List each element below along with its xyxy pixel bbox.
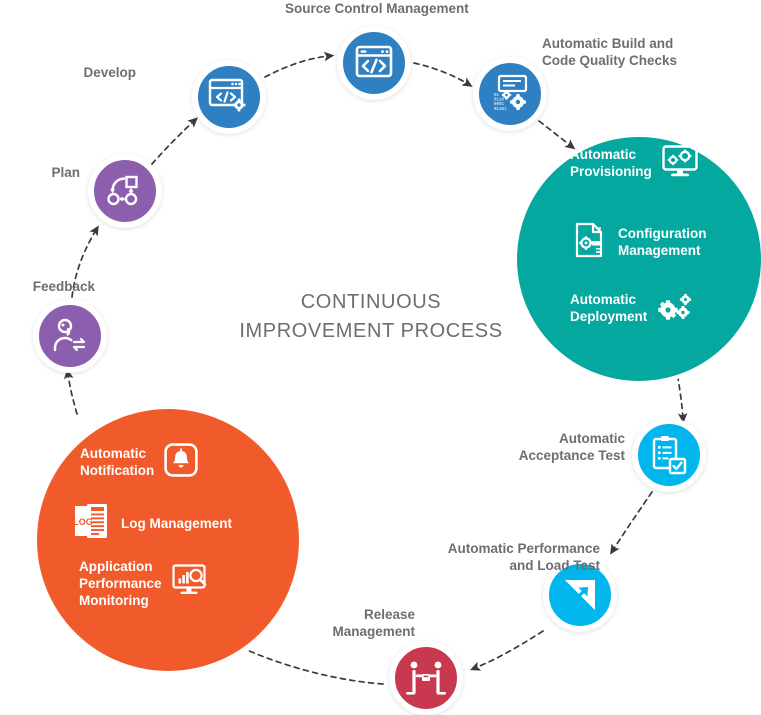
code-window-icon [354,44,394,82]
svg-text:01: 01 [494,94,500,98]
node-automatic-build[interactable]: 01 0110 0001 01101 [473,57,547,131]
user-feedback-icon [50,317,90,355]
node-source-control-management[interactable] [337,26,411,100]
node-release-management[interactable] [389,641,463,715]
feature-automatic-notification[interactable]: Automatic Notification [80,440,225,484]
feature-application-performance-monitoring[interactable]: Application Performance Monitoring [79,553,234,613]
feature-label: Application Performance Monitoring [79,558,162,608]
svg-text:0110: 0110 [494,99,505,103]
monitor-gears-icon [662,144,698,182]
label-automatic-acceptance-test: Automatic Acceptance Test [518,431,625,463]
log-document-icon: LOG [73,501,111,546]
handoff-people-icon [405,659,447,697]
label-feedback: Feedback [32,279,95,294]
feature-label: Log Management [121,515,233,531]
bell-icon [164,442,198,482]
feature-log-management[interactable]: LOG Log Management [73,500,248,546]
document-gear-icon [574,222,608,263]
build-gears-binary-icon: 01 0110 0001 01101 [489,74,531,114]
feature-automatic-deployment[interactable]: Automatic Deployment [570,285,710,331]
svg-text:0001: 0001 [494,103,505,107]
label-automatic-performance-load-test: Automatic Performance and Load Test [447,541,600,573]
node-feedback[interactable] [33,299,107,373]
feature-label: Automatic Deployment [570,292,648,324]
svg-text:LOG: LOG [73,517,93,527]
label-develop: Develop [83,65,136,80]
growth-arrow-icon [561,576,599,614]
label-release-management: Release Management [332,607,415,639]
feature-configuration-management[interactable]: Configuration Management [574,219,726,265]
gears-icon [657,290,693,327]
svg-text:01101: 01101 [494,108,507,112]
label-source-control-management: Source Control Management [285,1,469,16]
operations-group-circle[interactable] [513,133,761,385]
label-automatic-build: Automatic Build and Code Quality Checks [542,36,678,68]
checklist-clipboard-icon [650,435,688,475]
page-title: CONTINUOUS IMPROVEMENT PROCESS [239,291,503,342]
node-develop[interactable] [192,60,266,134]
flowchart-icon [105,172,145,210]
node-automatic-acceptance-test[interactable] [632,418,706,492]
feature-automatic-provisioning[interactable]: Automatic Provisioning [570,140,710,186]
code-window-gear-icon [208,77,250,117]
monitoring-group-circle[interactable] [33,405,303,675]
feature-label: Automatic Provisioning [570,147,652,179]
feature-label: Configuration Management [618,226,707,258]
feature-label: Automatic Notification [80,446,155,478]
node-plan[interactable] [88,154,162,228]
node-automatic-performance-load-test[interactable] [543,558,617,632]
label-plan: Plan [51,165,80,180]
monitor-chart-search-icon [171,563,210,603]
